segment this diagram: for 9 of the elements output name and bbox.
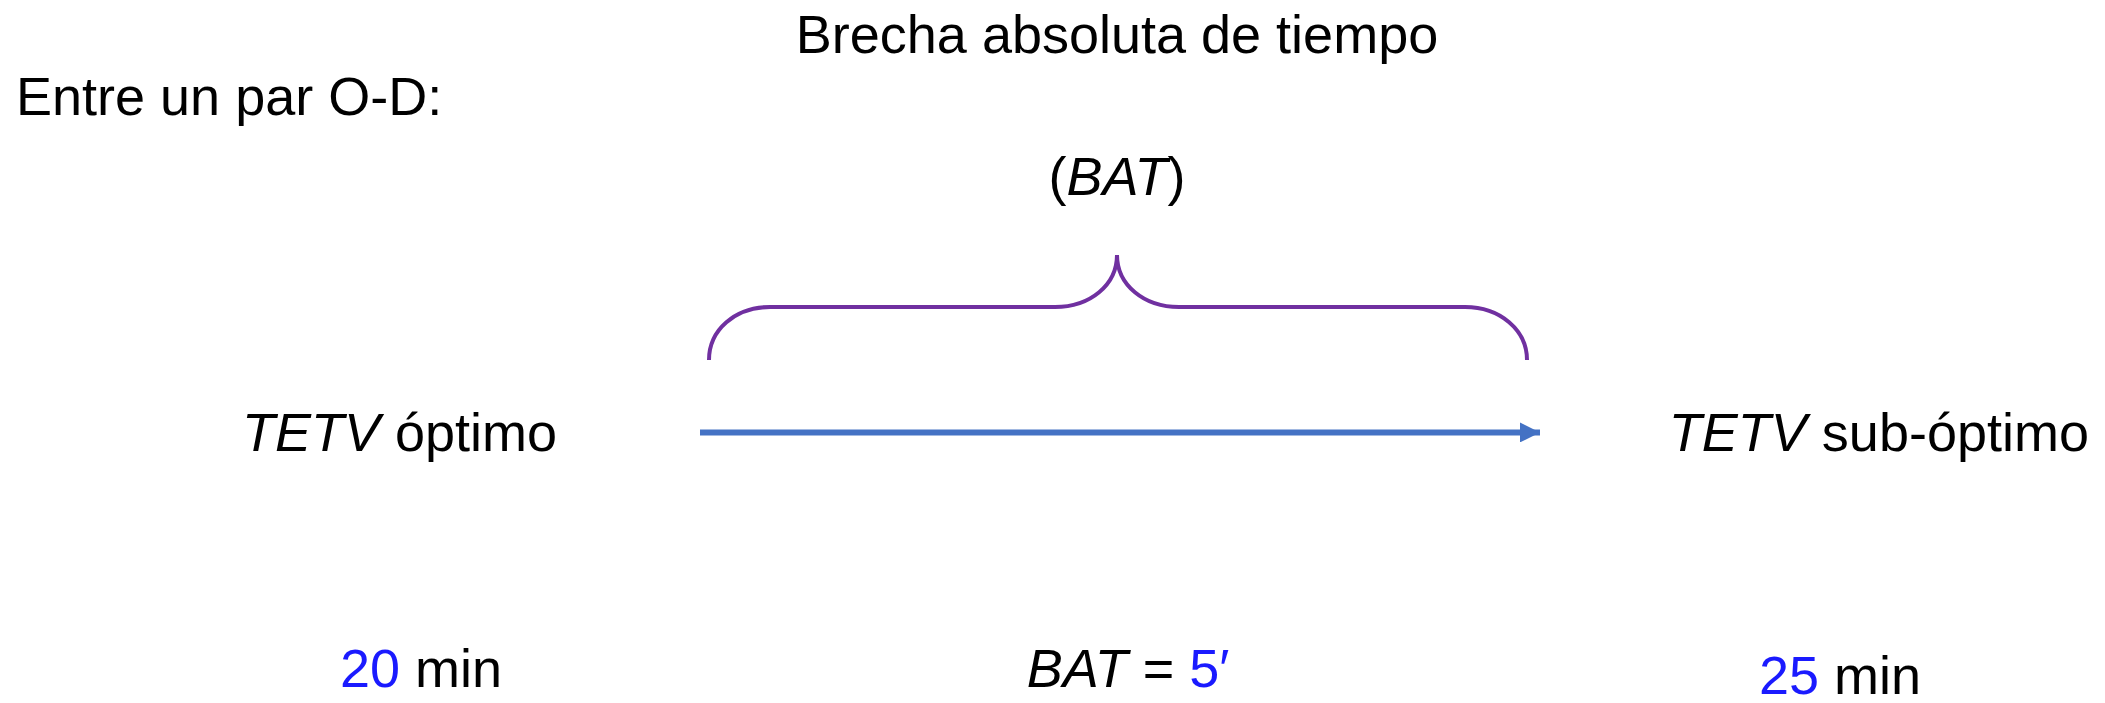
node-label: TETV sub-óptimo [1668, 401, 2089, 464]
brace-label: (BAT) [1048, 145, 1186, 208]
value-label: BAT = 5′ [1026, 637, 1230, 700]
value-label: 25 min [1758, 644, 1922, 703]
arrow [700, 422, 1540, 443]
value-label: 20 min [339, 637, 503, 700]
heading-text: Entre un par O-D: [16, 65, 443, 128]
node-label: TETV óptimo [242, 401, 558, 464]
brace-label: Brecha absoluta de tiempo [795, 3, 1439, 66]
